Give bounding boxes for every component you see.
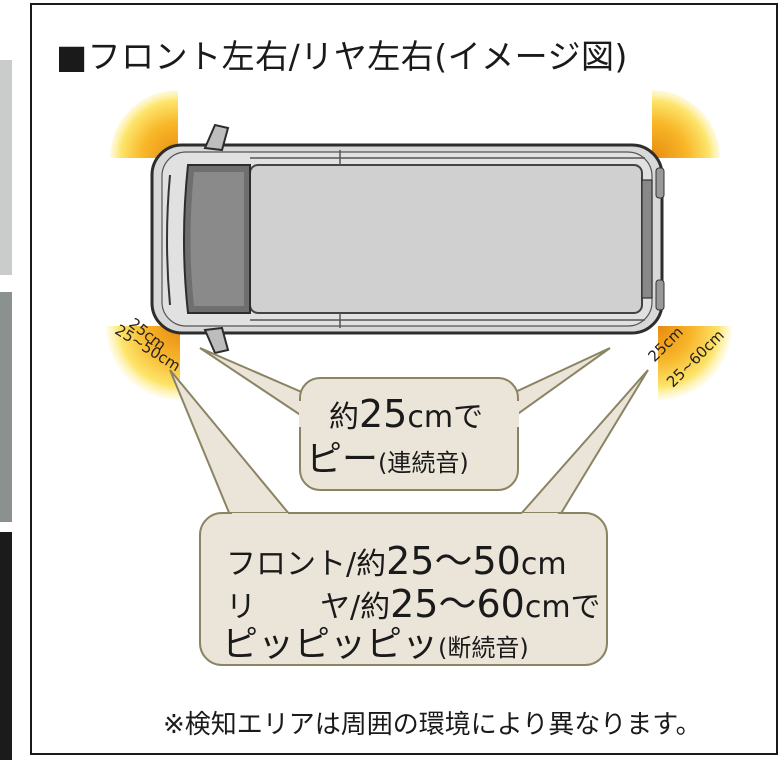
front-range-text: フロント/約25〜50cm — [226, 539, 567, 583]
intermittent-sound-text: ピッピッピッ(断続音) — [222, 624, 529, 665]
footnote: ※検知エリアは周囲の環境により異なります。 — [163, 710, 702, 740]
continuous-sound-text: ピー(連続音) — [306, 439, 469, 480]
car-top-view — [150, 123, 665, 355]
callout-intermittent — [169, 369, 649, 666]
sensor-zone-front-left-bottom — [106, 326, 180, 400]
rear-range-text: リヤ/約25〜60cmで — [226, 582, 601, 626]
sensor-zone-front-right-top — [652, 90, 720, 158]
sensor-zone-front-left-top — [110, 90, 178, 158]
callout-continuous — [199, 347, 611, 491]
side-strip-dark — [0, 532, 12, 760]
continuous-distance-text: 約25cmで — [329, 392, 484, 436]
sensor-zone-rear-right-bottom — [658, 326, 732, 400]
side-strip-light — [0, 60, 12, 275]
figure-title: ■フロント左右/リヤ左右(イメージ図) — [56, 37, 628, 76]
side-strip-mid — [0, 292, 12, 522]
